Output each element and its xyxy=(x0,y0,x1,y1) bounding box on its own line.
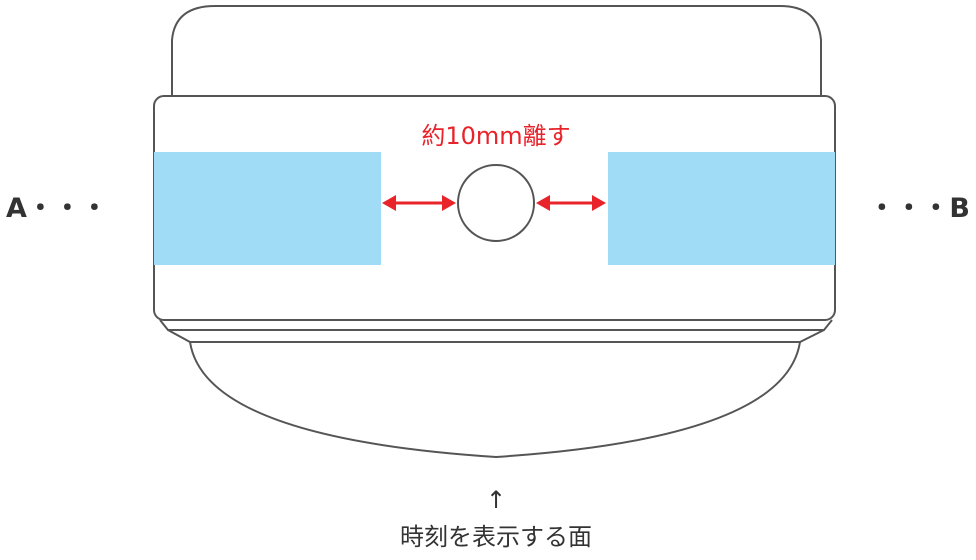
gap-label: 約10mm離す xyxy=(421,122,570,150)
watch-bottom-flange xyxy=(159,319,833,331)
watch-bottom-rim xyxy=(167,329,825,343)
double-arrow-icon-left xyxy=(382,195,456,211)
bottom-caption: 時刻を表示する面 xyxy=(400,523,592,551)
watch-face-dome xyxy=(189,341,801,459)
tape-right xyxy=(608,152,835,265)
double-arrow-icon-right xyxy=(536,195,606,211)
watch-top-dome xyxy=(171,5,822,96)
tape-left xyxy=(154,152,381,265)
up-arrow-icon: ↑ xyxy=(486,486,506,514)
label-a: A・・・ xyxy=(6,193,108,224)
center-hole xyxy=(457,164,535,242)
label-b: ・・・B xyxy=(868,193,970,224)
